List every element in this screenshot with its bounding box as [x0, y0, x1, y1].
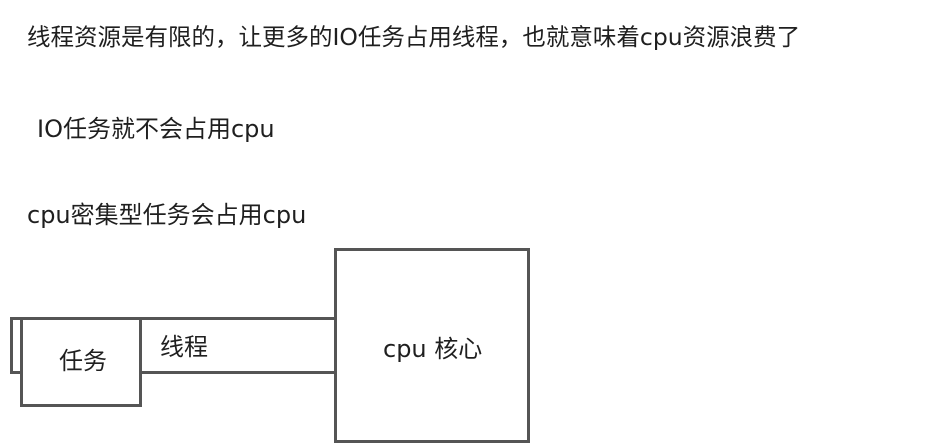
task-label: 任务	[59, 347, 107, 375]
note-line-1: 线程资源是有限的，让更多的IO任务占用线程，也就意味着cpu资源浪费了	[27, 23, 801, 51]
task-box	[20, 317, 142, 407]
cpu-core-box	[334, 248, 530, 443]
thread-box	[130, 317, 358, 374]
cpu-core-label: cpu 核心	[383, 335, 483, 363]
note-line-3: cpu密集型任务会占用cpu	[27, 201, 307, 229]
note-line-2: IO任务就不会占用cpu	[37, 115, 275, 143]
thread-label: 线程	[160, 333, 208, 361]
